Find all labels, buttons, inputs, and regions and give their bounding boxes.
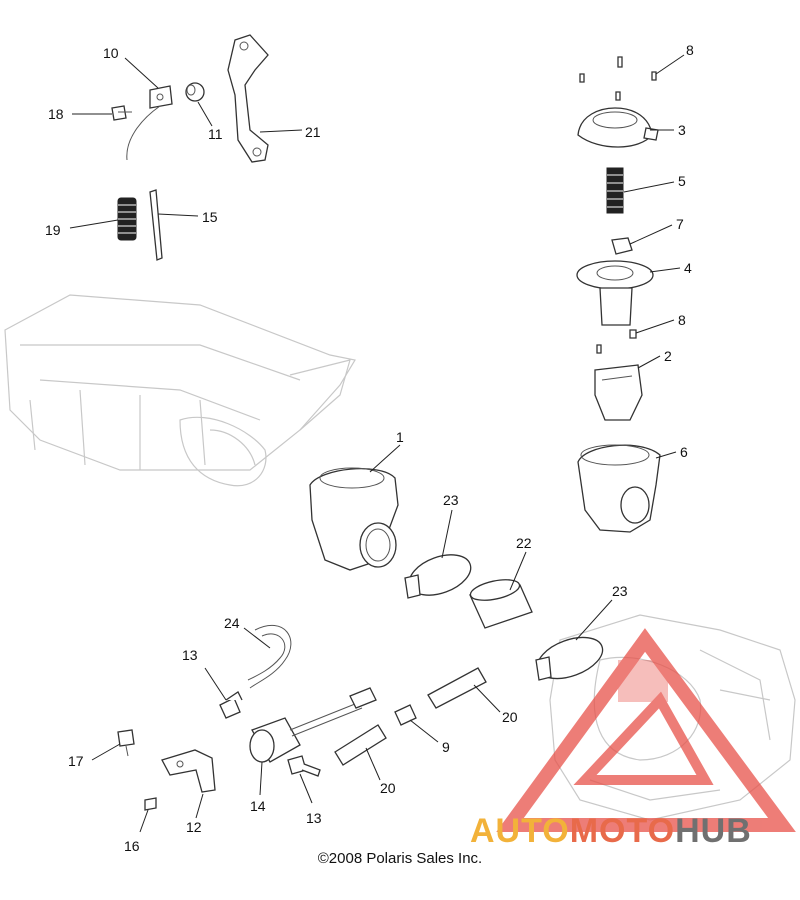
part-7-retainer xyxy=(611,237,633,255)
watermark-brand: AUTOMOTOHUB xyxy=(470,812,752,851)
callout-17: 17 xyxy=(68,743,121,769)
part-10-sensor xyxy=(126,85,173,161)
part-18-screw xyxy=(111,105,132,121)
part-11-bushing xyxy=(185,82,205,102)
part-13-fitting-upper xyxy=(219,691,243,719)
callout-label: 23 xyxy=(443,492,459,508)
brand-part-2: MOTO xyxy=(569,812,676,850)
callout-10: 10 xyxy=(103,45,159,89)
callout-20-right: 20 xyxy=(473,684,518,725)
callout-label: 16 xyxy=(124,838,140,854)
callout-13-lower: 13 xyxy=(299,773,322,826)
part-20-tube-left xyxy=(334,724,387,766)
callout-6: 6 xyxy=(655,444,688,460)
callout-23-upper: 23 xyxy=(441,492,459,559)
callout-label: 17 xyxy=(68,753,84,769)
part-8-screws-mid xyxy=(596,329,637,354)
callout-label: 18 xyxy=(48,106,64,122)
callout-23-lower: 23 xyxy=(575,583,628,641)
brand-part-3: HUB xyxy=(675,812,752,850)
part-5-spring xyxy=(606,167,624,214)
part-2-slide xyxy=(594,364,643,421)
callout-label: 5 xyxy=(678,173,686,189)
callout-2: 2 xyxy=(637,348,672,369)
part-14-solenoid xyxy=(249,687,377,763)
callout-15: 15 xyxy=(157,209,218,225)
callout-label: 13 xyxy=(306,810,322,826)
callout-19: 19 xyxy=(45,219,119,238)
callout-7: 7 xyxy=(629,216,684,245)
copyright-notice: ©2008 Polaris Sales Inc. xyxy=(317,850,483,867)
part-17-bolt xyxy=(117,729,135,757)
callout-22: 22 xyxy=(509,535,532,591)
callout-label: 8 xyxy=(678,312,686,328)
callout-14: 14 xyxy=(250,761,266,814)
part-4-diaphragm xyxy=(576,260,654,326)
callout-label: 1 xyxy=(396,429,404,445)
callout-label: 19 xyxy=(45,222,61,238)
brand-part-1: AUTO xyxy=(470,812,570,850)
callout-label: 4 xyxy=(684,260,692,276)
part-19-spring xyxy=(117,197,137,241)
callout-label: 22 xyxy=(516,535,532,551)
callout-label: 15 xyxy=(202,209,218,225)
callout-24: 24 xyxy=(224,615,271,649)
part-23-clamp-upper xyxy=(404,554,472,599)
callout-label: 21 xyxy=(305,124,321,140)
callout-8-top: 8 xyxy=(655,42,694,75)
callout-4: 4 xyxy=(649,260,692,276)
callout-16: 16 xyxy=(124,809,149,854)
callout-label: 23 xyxy=(612,583,628,599)
part-8-screws-top xyxy=(579,56,657,101)
callout-label: 6 xyxy=(680,444,688,460)
callout-label: 24 xyxy=(224,615,240,631)
callout-label: 8 xyxy=(686,42,694,58)
part-16-screw xyxy=(144,797,157,811)
part-22-sleeve xyxy=(469,579,533,629)
callout-5: 5 xyxy=(623,173,686,193)
part-15-tie xyxy=(149,189,163,261)
part-21-bracket xyxy=(227,34,269,163)
callout-label: 14 xyxy=(250,798,266,814)
callout-18: 18 xyxy=(48,106,112,122)
part-23-clamp-lower xyxy=(535,636,604,681)
callout-11: 11 xyxy=(197,101,223,142)
part-6-body xyxy=(577,444,661,533)
part-12-bracket xyxy=(161,749,216,793)
watermark-triangle xyxy=(496,628,796,832)
callout-label: 10 xyxy=(103,45,119,61)
callout-label: 20 xyxy=(380,780,396,796)
callout-12: 12 xyxy=(186,793,204,835)
part-24-hose xyxy=(247,624,292,689)
part-1-throttle-body xyxy=(309,467,399,571)
callout-8-mid: 8 xyxy=(635,312,686,334)
part-20-tube-right xyxy=(427,667,487,709)
callout-20-left: 20 xyxy=(365,747,396,796)
callout-label: 12 xyxy=(186,819,202,835)
callout-label: 13 xyxy=(182,647,198,663)
callout-label: 11 xyxy=(208,126,223,142)
callout-21: 21 xyxy=(259,124,321,140)
airbox-ghost xyxy=(4,294,356,487)
callout-label: 3 xyxy=(678,122,686,138)
callout-1: 1 xyxy=(369,429,404,473)
callout-9: 9 xyxy=(409,719,450,755)
callout-3: 3 xyxy=(650,122,686,138)
callout-label: 9 xyxy=(442,739,450,755)
callout-13-upper: 13 xyxy=(182,647,227,701)
part-3-cover xyxy=(577,107,659,148)
callout-label: 7 xyxy=(676,216,684,232)
callout-label: 20 xyxy=(502,709,518,725)
callout-label: 2 xyxy=(664,348,672,364)
part-13-fitting-lower xyxy=(287,755,321,777)
